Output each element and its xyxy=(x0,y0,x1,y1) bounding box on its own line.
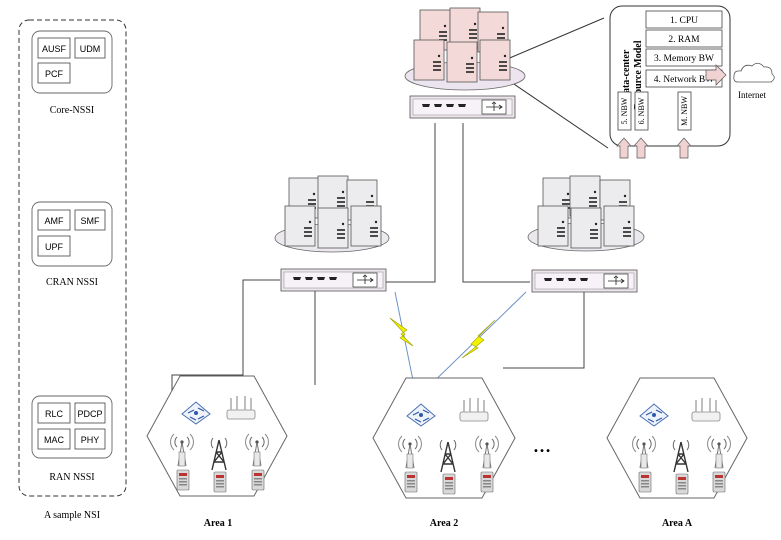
cloud-icon xyxy=(733,62,775,83)
server-icon xyxy=(176,469,190,491)
ran-nssi-label: RAN NSSI xyxy=(49,472,94,483)
core-nssi: AUSF UDM PCF xyxy=(31,30,113,94)
edge-switch-left-icon xyxy=(280,268,387,292)
server-icon xyxy=(675,473,689,495)
server-icon xyxy=(480,471,494,493)
core-switch-icon xyxy=(409,95,516,119)
resource-model-panel: Data-center Resource Model 1. CPU 2. RAM… xyxy=(609,5,731,147)
resource-ram: 2. RAM xyxy=(668,35,700,45)
resource-nbw-m: M. NBW xyxy=(680,96,689,126)
server-icon xyxy=(213,471,227,493)
cran-nssi: AMF SMF UPF xyxy=(31,201,113,267)
server-icon xyxy=(442,473,456,495)
nf-phy: PHY xyxy=(81,435,100,445)
internet-arrow-icon xyxy=(705,64,727,86)
nf-mac: MAC xyxy=(44,435,65,445)
nf-pdcp: PDCP xyxy=(77,409,102,419)
server-icon xyxy=(638,471,652,493)
resource-nbw-5: 5. NBW xyxy=(620,97,629,124)
area-2 xyxy=(372,377,516,499)
wireless-link-icon xyxy=(461,319,496,359)
resource-network-bw: 4. Network BW xyxy=(654,75,714,85)
cran-nssi-label: CRAN NSSI xyxy=(46,277,98,288)
server-icon xyxy=(404,471,418,493)
edge-data-center-left xyxy=(274,175,390,292)
nf-pcf: PCF xyxy=(45,69,64,79)
nf-amf: AMF xyxy=(45,216,65,226)
nf-ausf: AUSF xyxy=(42,44,67,54)
resource-memory-bw: 3. Memory BW xyxy=(654,54,714,64)
resource-model-title-2: Resource Model xyxy=(633,40,644,109)
area-1 xyxy=(146,375,288,497)
resource-cpu: 1. CPU xyxy=(670,16,698,26)
edge-switch-right-icon xyxy=(531,269,638,293)
resource-nbw-6: 6. NBW xyxy=(637,97,646,124)
edge-data-center-right xyxy=(527,175,645,293)
internet-label: Internet xyxy=(738,90,766,100)
nsi-panel xyxy=(18,19,127,497)
nsi-caption: A sample NSI xyxy=(44,510,100,521)
core-data-center xyxy=(404,7,526,119)
more-areas-ellipsis: … xyxy=(533,436,551,456)
area-1-label: Area 1 xyxy=(204,518,232,529)
ran-nssi: RLC PDCP MAC PHY xyxy=(31,395,113,459)
resource-model-title-1: Data-center xyxy=(621,49,632,100)
nf-udm: UDM xyxy=(80,44,101,54)
nf-smf: SMF xyxy=(81,216,101,226)
area-a-label: Area A xyxy=(662,518,693,529)
core-nssi-label: Core-NSSI xyxy=(50,105,94,116)
wireless-link-icon xyxy=(389,317,414,347)
area-2-label: Area 2 xyxy=(430,518,458,529)
nf-upf: UPF xyxy=(45,242,64,252)
server-icon xyxy=(712,471,726,493)
nf-rlc: RLC xyxy=(45,409,64,419)
server-icon xyxy=(251,469,265,491)
area-a xyxy=(606,377,748,499)
